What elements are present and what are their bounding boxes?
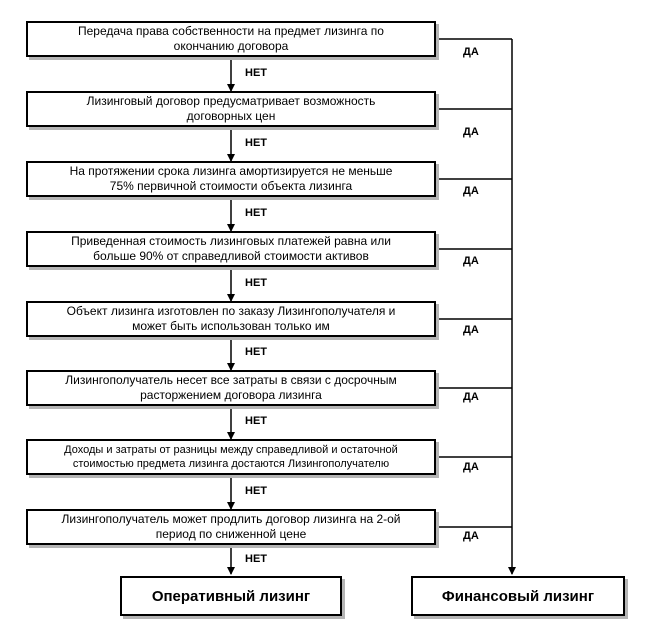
yes-label-1: ДА <box>463 46 479 58</box>
criterion-6-line2: расторжением договора лизинга <box>140 388 322 402</box>
operating-lease-box: Оперативный лизинг <box>120 576 342 616</box>
criterion-7-line2: стоимостью предмета лизинга достаются Ли… <box>72 458 390 470</box>
no-label-1: НЕТ <box>245 67 267 79</box>
yes-label-3: ДА <box>463 185 479 197</box>
criterion-7-line1: Доходы и затраты от разницы между справе… <box>64 444 398 456</box>
yes-label-6: ДА <box>463 391 479 403</box>
no-label-4: НЕТ <box>245 277 267 289</box>
no-label-6: НЕТ <box>245 415 267 427</box>
criterion-6-line1: Лизингополучатель несет все затраты в св… <box>65 373 397 387</box>
yes-connectors <box>436 38 516 575</box>
criterion-4-line2: больше 90% от справедливой стоимости акт… <box>93 249 369 263</box>
criterion-5-line2: может быть использован только им <box>132 319 330 333</box>
criterion-5-line1: Объект лизинга изготовлен по заказу Лизи… <box>66 304 396 318</box>
criterion-box-5: Объект лизинга изготовлен по заказу Лизи… <box>26 301 436 337</box>
yes-label-4: ДА <box>463 255 479 267</box>
criterion-4-line1: Приведенная стоимость лизинговых платеже… <box>71 234 391 248</box>
criterion-2-line2: договорных цен <box>186 109 276 123</box>
criterion-box-4: Приведенная стоимость лизинговых платеже… <box>26 231 436 267</box>
criterion-3-line1: На протяжении срока лизинга амортизирует… <box>69 164 393 178</box>
no-label-5: НЕТ <box>245 346 267 358</box>
criterion-8-line1: Лизингополучатель может продлить договор… <box>61 512 401 526</box>
criterion-box-2: Лизинговый договор предусматривает возмо… <box>26 91 436 127</box>
criterion-3-line2: 75% первичной стоимости объекта лизинга <box>109 179 353 193</box>
criterion-box-1: Передача права собственности на предмет … <box>26 21 436 57</box>
no-label-3: НЕТ <box>245 207 267 219</box>
criterion-box-8: Лизингополучатель может продлить договор… <box>26 509 436 545</box>
yes-label-7: ДА <box>463 461 479 473</box>
yes-label-8: ДА <box>463 530 479 542</box>
yes-label-5: ДА <box>463 324 479 336</box>
criterion-8-line2: период по сниженной цене <box>155 527 307 541</box>
criterion-2-line1: Лизинговый договор предусматривает возмо… <box>86 94 376 108</box>
no-label-8: НЕТ <box>245 553 267 565</box>
yes-label-2: ДА <box>463 126 479 138</box>
no-label-7: НЕТ <box>245 485 267 497</box>
financial-lease-box: Финансовый лизинг <box>411 576 625 616</box>
criterion-1-line1: Передача права собственности на предмет … <box>78 24 384 38</box>
criterion-box-7: Доходы и затраты от разницы между справе… <box>26 439 436 475</box>
no-label-2: НЕТ <box>245 137 267 149</box>
criterion-box-3: На протяжении срока лизинга амортизирует… <box>26 161 436 197</box>
criterion-box-6: Лизингополучатель несет все затраты в св… <box>26 370 436 406</box>
criterion-1-line2: окончанию договора <box>173 39 289 53</box>
